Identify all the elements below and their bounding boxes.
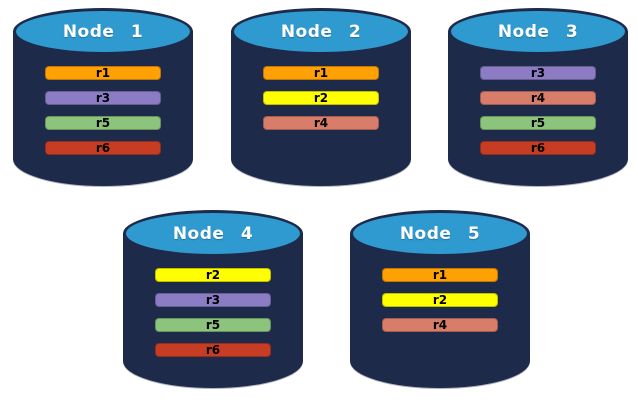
node-5-cylinder: Node 5 r1 r2 r4 [350, 210, 530, 388]
replica-bar-r3: r3 [45, 91, 161, 105]
node-5-cylinder-body [350, 233, 530, 388]
node-2-replica-list: r1 r2 r4 [263, 66, 379, 130]
node-5-cylinder-top: Node 5 [350, 210, 530, 257]
node-1-cylinder: Node 1 r1 r3 r5 r6 [13, 8, 193, 186]
node-5-title: Node 5 [399, 223, 481, 244]
replica-bar-r4: r4 [480, 91, 596, 105]
replica-bar-r2: r2 [263, 91, 379, 105]
node-3-title: Node 3 [497, 21, 579, 42]
replica-bar-r2: r2 [382, 293, 498, 307]
node-3-cylinder: Node 3 r3 r4 r5 r6 [448, 8, 628, 186]
node-3-cylinder-top: Node 3 [448, 8, 628, 55]
replica-bar-r6: r6 [480, 141, 596, 155]
replica-bar-r6: r6 [45, 141, 161, 155]
node-3-replica-list: r3 r4 r5 r6 [480, 66, 596, 155]
node-1-cylinder-body [13, 31, 193, 186]
node-5-replica-list: r1 r2 r4 [382, 268, 498, 332]
node-1-title: Node 1 [62, 21, 144, 42]
replica-bar-r5: r5 [155, 318, 271, 332]
node-2-cylinder: Node 2 r1 r2 r4 [231, 8, 411, 186]
node-2-title: Node 2 [280, 21, 362, 42]
replica-bar-r4: r4 [382, 318, 498, 332]
node-1-cylinder-top: Node 1 [13, 8, 193, 55]
replica-bar-r1: r1 [382, 268, 498, 282]
replica-bar-r5: r5 [480, 116, 596, 130]
node-2-cylinder-body [231, 31, 411, 186]
replica-bar-r4: r4 [263, 116, 379, 130]
node-4-cylinder: Node 4 r2 r3 r5 r6 [123, 210, 303, 388]
replica-bar-r3: r3 [155, 293, 271, 307]
replica-bar-r2: r2 [155, 268, 271, 282]
replica-bar-r3: r3 [480, 66, 596, 80]
node-4-replica-list: r2 r3 r5 r6 [155, 268, 271, 357]
replica-bar-r5: r5 [45, 116, 161, 130]
node-1-replica-list: r1 r3 r5 r6 [45, 66, 161, 155]
replica-bar-r1: r1 [263, 66, 379, 80]
replica-bar-r6: r6 [155, 343, 271, 357]
node-4-cylinder-top: Node 4 [123, 210, 303, 257]
node-2-cylinder-top: Node 2 [231, 8, 411, 55]
node-3-cylinder-body [448, 31, 628, 186]
node-4-cylinder-body [123, 233, 303, 388]
replica-bar-r1: r1 [45, 66, 161, 80]
node-4-title: Node 4 [172, 223, 254, 244]
